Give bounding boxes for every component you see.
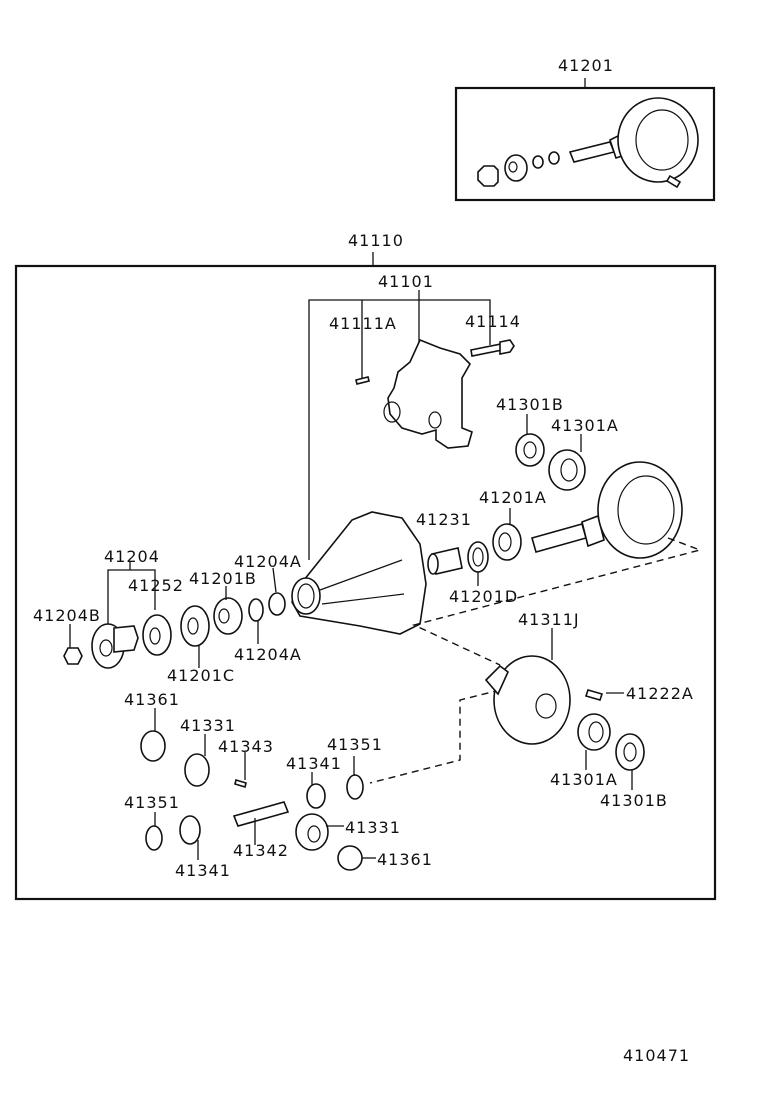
label-41301B-top: 41301B <box>496 395 564 414</box>
label-41351-right: 41351 <box>327 735 383 754</box>
label-41343: 41343 <box>218 737 274 756</box>
label-41301A-bottom: 41301A <box>550 770 618 789</box>
label-41331-bottom: 41331 <box>345 818 401 837</box>
label-41201C: 41201C <box>167 666 236 685</box>
label-41201-kit: 41201 <box>558 56 614 75</box>
label-41331-top: 41331 <box>180 716 236 735</box>
label-41222A: 41222A <box>626 684 694 703</box>
label-41301A-top: 41301A <box>551 416 619 435</box>
label-41110: 41110 <box>348 231 404 250</box>
label-41201A: 41201A <box>479 488 547 507</box>
label-41252: 41252 <box>128 576 184 595</box>
label-41361-top: 41361 <box>124 690 180 709</box>
ring-pinion-kit-box <box>454 78 716 202</box>
figure-number: 410471 <box>623 1046 691 1065</box>
label-41231: 41231 <box>416 510 472 529</box>
label-41204A-bottom: 41204A <box>234 645 302 664</box>
label-41311J: 41311J <box>518 610 580 629</box>
label-41342: 41342 <box>233 841 289 860</box>
label-41341-bottom: 41341 <box>175 861 231 880</box>
label-41301B-bottom: 41301B <box>600 791 668 810</box>
carrier-assembly-box <box>14 252 717 901</box>
label-41114: 41114 <box>465 312 521 331</box>
label-41201B: 41201B <box>189 569 257 588</box>
label-41204B: 41204B <box>33 606 101 625</box>
label-41204A-top: 41204A <box>234 552 302 571</box>
label-41201D: 41201D <box>449 587 519 606</box>
label-41111A: 41111A <box>329 314 397 333</box>
label-41101: 41101 <box>378 272 434 291</box>
label-41351-left: 41351 <box>124 793 180 812</box>
label-41361-bottom: 41361 <box>377 850 433 869</box>
label-41341-mid: 41341 <box>286 754 342 773</box>
label-41204: 41204 <box>104 547 160 566</box>
